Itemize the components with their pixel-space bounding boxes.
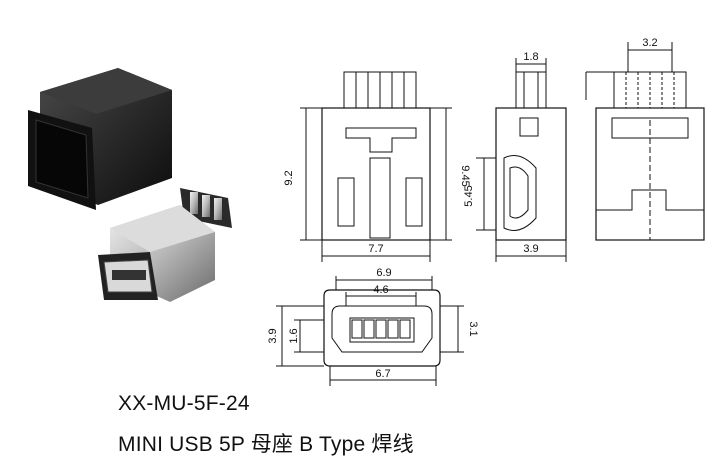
bottom-inner-height-label: 1.6 bbox=[288, 328, 300, 343]
metal-connector-photo bbox=[98, 188, 232, 302]
plastic-cover-photo bbox=[28, 68, 172, 210]
bottom-view-drawing bbox=[276, 276, 464, 386]
front-view-drawing bbox=[300, 71, 452, 262]
side-top-width-label: 1.8 bbox=[523, 51, 538, 63]
bottom-inner-width-label: 4.6 bbox=[373, 284, 388, 296]
product-description: MINI USB 5P 母座 B Type 焊线 bbox=[118, 433, 414, 456]
rear-view-drawing bbox=[585, 42, 705, 241]
front-width-label: 7.7 bbox=[368, 243, 383, 255]
product-photo bbox=[28, 68, 232, 302]
bottom-outer-width-label: 6.9 bbox=[376, 267, 391, 279]
front-overall-height-label: 9.45 bbox=[459, 165, 471, 186]
rear-pin-span-label: 3.2 bbox=[642, 37, 657, 49]
bottom-height-label: 3.9 bbox=[267, 328, 279, 343]
side-view-drawing bbox=[476, 58, 567, 262]
side-width-label: 3.9 bbox=[523, 243, 538, 255]
bottom-depth-label: 3.1 bbox=[467, 321, 479, 336]
model-code: XX-MU-5F-24 bbox=[118, 392, 250, 415]
front-height-label: 9.2 bbox=[283, 170, 295, 185]
bottom-base-width-label: 6.7 bbox=[375, 368, 390, 380]
side-height-label: 5.45 bbox=[463, 185, 475, 206]
